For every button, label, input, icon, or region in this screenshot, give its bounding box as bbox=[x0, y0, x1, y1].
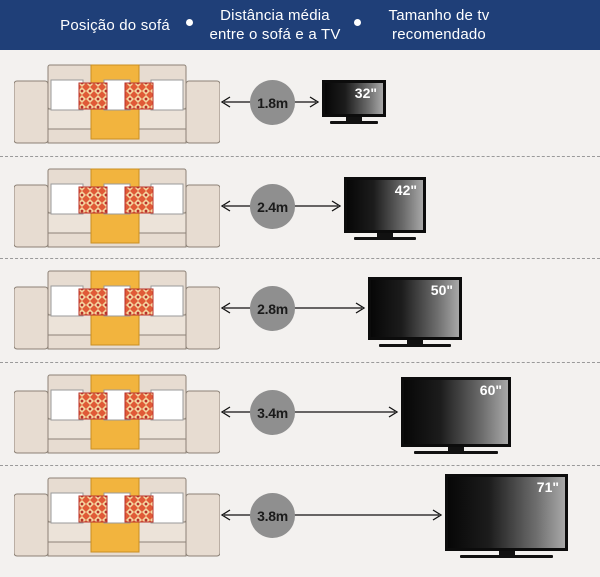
distance-badge: 2.4m bbox=[250, 184, 295, 229]
header-tv-size-line1: Tamanho de tv bbox=[388, 7, 490, 24]
distance-badge: 3.4m bbox=[250, 390, 295, 435]
separator bbox=[0, 362, 600, 363]
header-tv-size-label: Tamanho de tv recomendado bbox=[389, 6, 490, 44]
tv-size-label: 42" bbox=[394, 182, 417, 198]
tv-size-label: 60" bbox=[479, 382, 502, 398]
tv-illustration: 32" bbox=[322, 80, 386, 127]
distance-badge: 1.8m bbox=[250, 80, 295, 125]
header-bullet bbox=[354, 19, 361, 26]
tv-screen: 71" bbox=[445, 474, 568, 551]
row-4: 3.4m 60" bbox=[0, 363, 600, 464]
separator bbox=[0, 465, 600, 466]
sofa-illustration bbox=[13, 373, 221, 457]
header-tv-size: Tamanho de tv recomendado bbox=[364, 0, 514, 50]
tv-stand-base bbox=[379, 344, 451, 347]
header-distance-line1: Distância média bbox=[220, 7, 330, 24]
distance-badge: 2.8m bbox=[250, 286, 295, 331]
tv-stand-neck bbox=[377, 233, 393, 237]
header-sofa-position: Posição do sofá bbox=[40, 0, 190, 50]
row-5: 3.8m 71" bbox=[0, 466, 600, 567]
sofa-illustration bbox=[13, 269, 221, 353]
sofa-illustration bbox=[13, 63, 221, 147]
tv-screen: 32" bbox=[322, 80, 386, 117]
tv-size-label: 71" bbox=[536, 479, 559, 495]
separator bbox=[0, 258, 600, 259]
tv-stand-neck bbox=[407, 340, 423, 344]
tv-screen: 60" bbox=[401, 377, 511, 447]
header-bar: Posição do sofá Distância média entre o … bbox=[0, 0, 600, 50]
row-1: 1.8m 32" bbox=[0, 53, 600, 154]
header-sofa-position-label: Posição do sofá bbox=[60, 16, 170, 34]
row-2: 2.4m 42" bbox=[0, 157, 600, 258]
sofa-illustration bbox=[13, 167, 221, 251]
tv-stand-base bbox=[414, 451, 498, 454]
tv-stand-base bbox=[329, 121, 379, 124]
tv-illustration: 60" bbox=[401, 377, 511, 457]
tv-stand-base bbox=[459, 555, 554, 558]
sofa-illustration bbox=[13, 476, 221, 560]
tv-stand-neck bbox=[448, 447, 464, 451]
header-tv-size-line2: recomendado bbox=[392, 26, 486, 43]
tv-size-label: 50" bbox=[430, 282, 453, 298]
header-distance-label: Distância média entre o sofá e a TV bbox=[209, 6, 340, 44]
distance-badge: 3.8m bbox=[250, 493, 295, 538]
tv-illustration: 50" bbox=[368, 277, 462, 350]
header-distance: Distância média entre o sofá e a TV bbox=[200, 0, 350, 50]
tv-size-label: 32" bbox=[354, 85, 377, 101]
row-3: 2.8m 50" bbox=[0, 259, 600, 360]
tv-stand-neck bbox=[346, 117, 362, 121]
tv-illustration: 71" bbox=[445, 474, 568, 561]
header-distance-line2: entre o sofá e a TV bbox=[209, 26, 341, 43]
tv-stand-base bbox=[353, 237, 417, 240]
tv-screen: 50" bbox=[368, 277, 462, 340]
tv-stand-neck bbox=[498, 551, 515, 555]
header-bullet bbox=[186, 19, 193, 26]
separator bbox=[0, 156, 600, 157]
tv-illustration: 42" bbox=[344, 177, 426, 243]
tv-screen: 42" bbox=[344, 177, 426, 233]
